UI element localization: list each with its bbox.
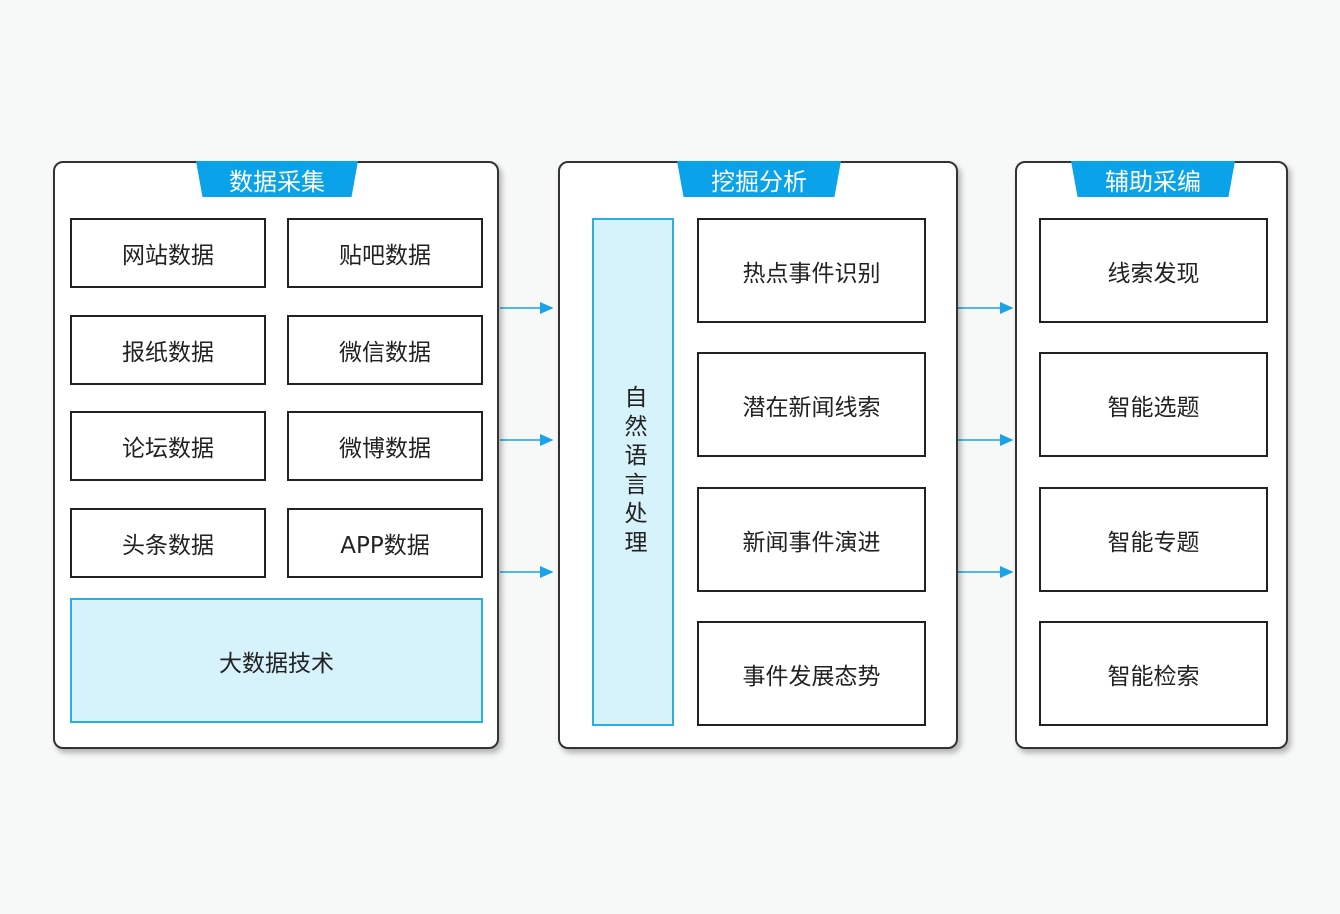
panel-title-data-collection: 数据采集 <box>196 161 358 197</box>
panel-mining-analysis: 挖掘分析 自然语言处理 热点事件识别 潜在新闻线索 新闻事件演进 事件发展态势 <box>558 161 958 749</box>
source-forum-data: 论坛数据 <box>70 411 266 481</box>
big-data-technology: 大数据技术 <box>70 598 483 723</box>
mining-event-trend: 事件发展态势 <box>697 621 926 726</box>
panel-assisted-editing: 辅助采编 线索发现 智能选题 智能专题 智能检索 <box>1015 161 1288 749</box>
mining-potential-news-clues: 潜在新闻线索 <box>697 352 926 457</box>
assist-smart-topic-selection: 智能选题 <box>1039 352 1268 457</box>
nlp-block: 自然语言处理 <box>592 218 674 726</box>
panel-title-assisted-editing: 辅助采编 <box>1071 161 1235 197</box>
assist-smart-search: 智能检索 <box>1039 621 1268 726</box>
source-newspaper-data: 报纸数据 <box>70 315 266 385</box>
source-toutiao-data: 头条数据 <box>70 508 266 578</box>
mining-hot-event-recognition: 热点事件识别 <box>697 218 926 323</box>
source-wechat-data: 微信数据 <box>287 315 483 385</box>
panel-data-collection: 数据采集 网站数据 贴吧数据 报纸数据 微信数据 论坛数据 微博数据 头条数据 … <box>53 161 499 749</box>
mining-news-event-evolution: 新闻事件演进 <box>697 487 926 592</box>
source-website-data: 网站数据 <box>70 218 266 288</box>
source-weibo-data: 微博数据 <box>287 411 483 481</box>
assist-clue-discovery: 线索发现 <box>1039 218 1268 323</box>
source-tieba-data: 贴吧数据 <box>287 218 483 288</box>
source-app-data: APP数据 <box>287 508 483 578</box>
assist-smart-special-topic: 智能专题 <box>1039 487 1268 592</box>
panel-title-mining-analysis: 挖掘分析 <box>677 161 841 197</box>
